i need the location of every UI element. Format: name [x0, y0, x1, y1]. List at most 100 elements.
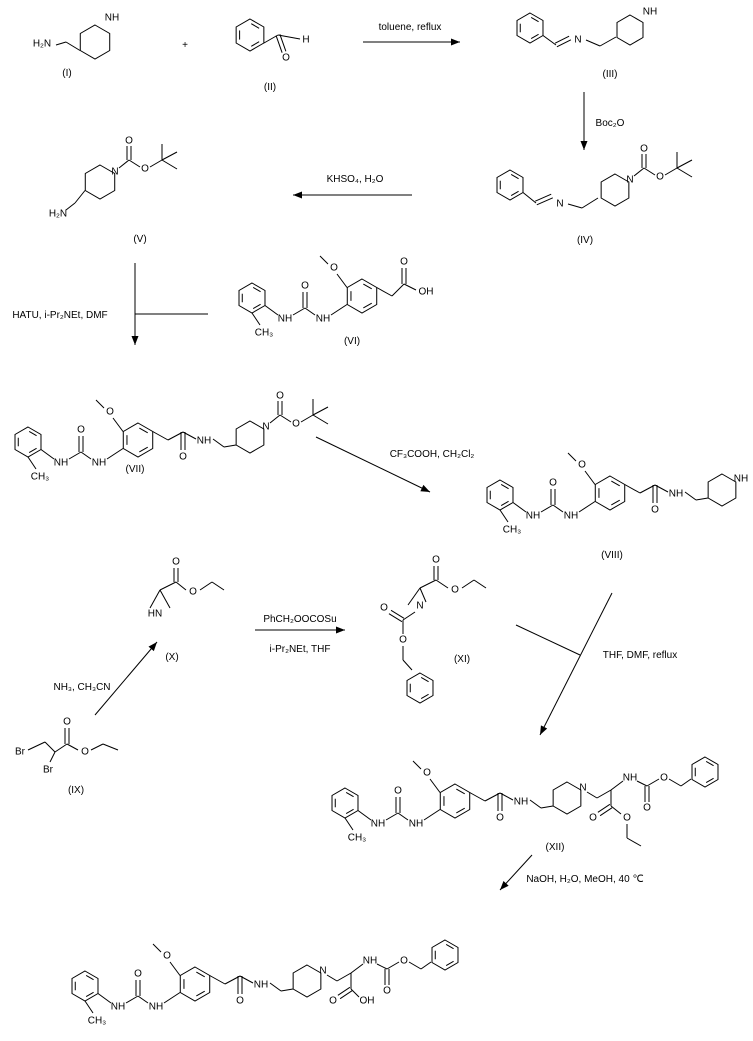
bond: [423, 809, 441, 821]
bond: [626, 837, 642, 847]
bond: [263, 34, 279, 44]
compound-label-V: (V): [133, 234, 146, 245]
bond: [668, 778, 682, 787]
bond: [419, 579, 437, 589]
bond: [125, 995, 139, 1004]
atom-label-nh: NH: [734, 474, 748, 485]
bond: [552, 504, 564, 513]
atom-label-ch3: CH₃: [31, 472, 50, 483]
bond: [397, 812, 409, 821]
bond: [469, 792, 486, 802]
bond: [510, 190, 519, 197]
atom-label-nh: NH: [564, 511, 578, 522]
atom-label-hn: HN: [148, 609, 162, 620]
bond: [610, 805, 622, 815]
compound-label-IV: (IV): [577, 235, 593, 246]
bond: [159, 589, 171, 609]
bond: [529, 799, 542, 809]
atom-label-o: O: [77, 425, 85, 436]
bond: [500, 483, 509, 490]
bond: [49, 751, 56, 763]
benzene-ring: [406, 672, 434, 704]
bond: [250, 23, 260, 29]
bond: [252, 286, 261, 293]
bond: [350, 988, 360, 998]
reagent-step3: KHSO₄, H₂O: [327, 174, 384, 185]
bond: [390, 609, 405, 619]
atom-label-ch3: CH₃: [503, 525, 522, 536]
benzene-ring: [496, 169, 524, 201]
atom-label-br: Br: [15, 747, 26, 758]
bond: [336, 972, 352, 982]
atom-label-nh: NH: [149, 1002, 163, 1013]
bond: [252, 303, 261, 310]
bond: [567, 452, 577, 462]
bond: [44, 741, 56, 753]
benzene-ring: [431, 939, 459, 971]
bond: [512, 502, 527, 513]
bond: [596, 789, 612, 799]
bond: [312, 406, 329, 416]
compound-label-XII: (XII): [546, 842, 565, 853]
bond: [300, 414, 314, 423]
bond: [456, 807, 465, 814]
arrow-head: [131, 336, 139, 345]
atom-label-nh: NH: [111, 1002, 125, 1013]
benzene-ring: [235, 18, 265, 52]
bond: [530, 16, 539, 23]
bond: [40, 449, 55, 460]
atom-label-o: O: [400, 257, 408, 268]
bond: [567, 203, 583, 209]
benzene-ring: [71, 970, 99, 1002]
atom-label-ch3: CH₃: [255, 328, 274, 339]
piperidine-ring: [235, 420, 265, 454]
bond: [530, 33, 539, 40]
bond: [269, 414, 281, 424]
bond: [350, 963, 364, 974]
bond: [292, 307, 306, 316]
reagent-step4: HATU, i-Pr₂NEt, DMF: [12, 310, 107, 321]
bond: [264, 305, 279, 316]
bond: [269, 982, 282, 992]
bond: [402, 611, 416, 621]
atom-label-oh: OH: [419, 287, 434, 298]
bond: [585, 39, 601, 47]
bond: [312, 414, 329, 425]
atom-label-o: O: [451, 585, 459, 596]
bond: [152, 943, 162, 953]
bond: [611, 480, 620, 487]
bond: [211, 581, 225, 591]
reaction-arrow: [539, 592, 613, 736]
reagent-step2: Boc₂O: [596, 118, 625, 129]
reagent-step9: NaOH, H₂O, MeOH, 40 ℃: [526, 874, 643, 885]
atom-label-o: O: [172, 557, 180, 568]
bond: [636, 780, 648, 787]
atom-label-o: O: [330, 263, 338, 274]
bond: [610, 780, 624, 791]
bond: [646, 778, 660, 787]
bond: [643, 167, 656, 176]
atom-label-o: O: [400, 956, 408, 967]
atom-label-nh: NH: [409, 819, 423, 830]
piperidine-ring: [552, 781, 582, 815]
atom-label-o: O: [179, 452, 187, 463]
benzene-ring: [331, 787, 359, 819]
bond: [80, 451, 92, 460]
bond: [357, 810, 372, 821]
bond: [599, 36, 617, 47]
atom-label-o: O: [432, 555, 440, 566]
atom-label-h2n: H₂N: [33, 39, 51, 50]
atom-label-o: O: [106, 407, 114, 418]
bond: [376, 287, 393, 297]
bond: [386, 961, 400, 970]
atom-label-h: H: [302, 35, 309, 46]
bond: [28, 447, 37, 454]
bond: [420, 693, 429, 700]
atom-label-o: O: [125, 136, 133, 147]
atom-label-o: O: [134, 969, 142, 980]
bond: [149, 589, 161, 609]
atom-label-nh: NH: [514, 797, 528, 808]
bond: [407, 587, 421, 606]
atom-label-o: O: [189, 587, 197, 598]
reagent-step6b: i-Pr₂NEt, THF: [270, 644, 331, 655]
